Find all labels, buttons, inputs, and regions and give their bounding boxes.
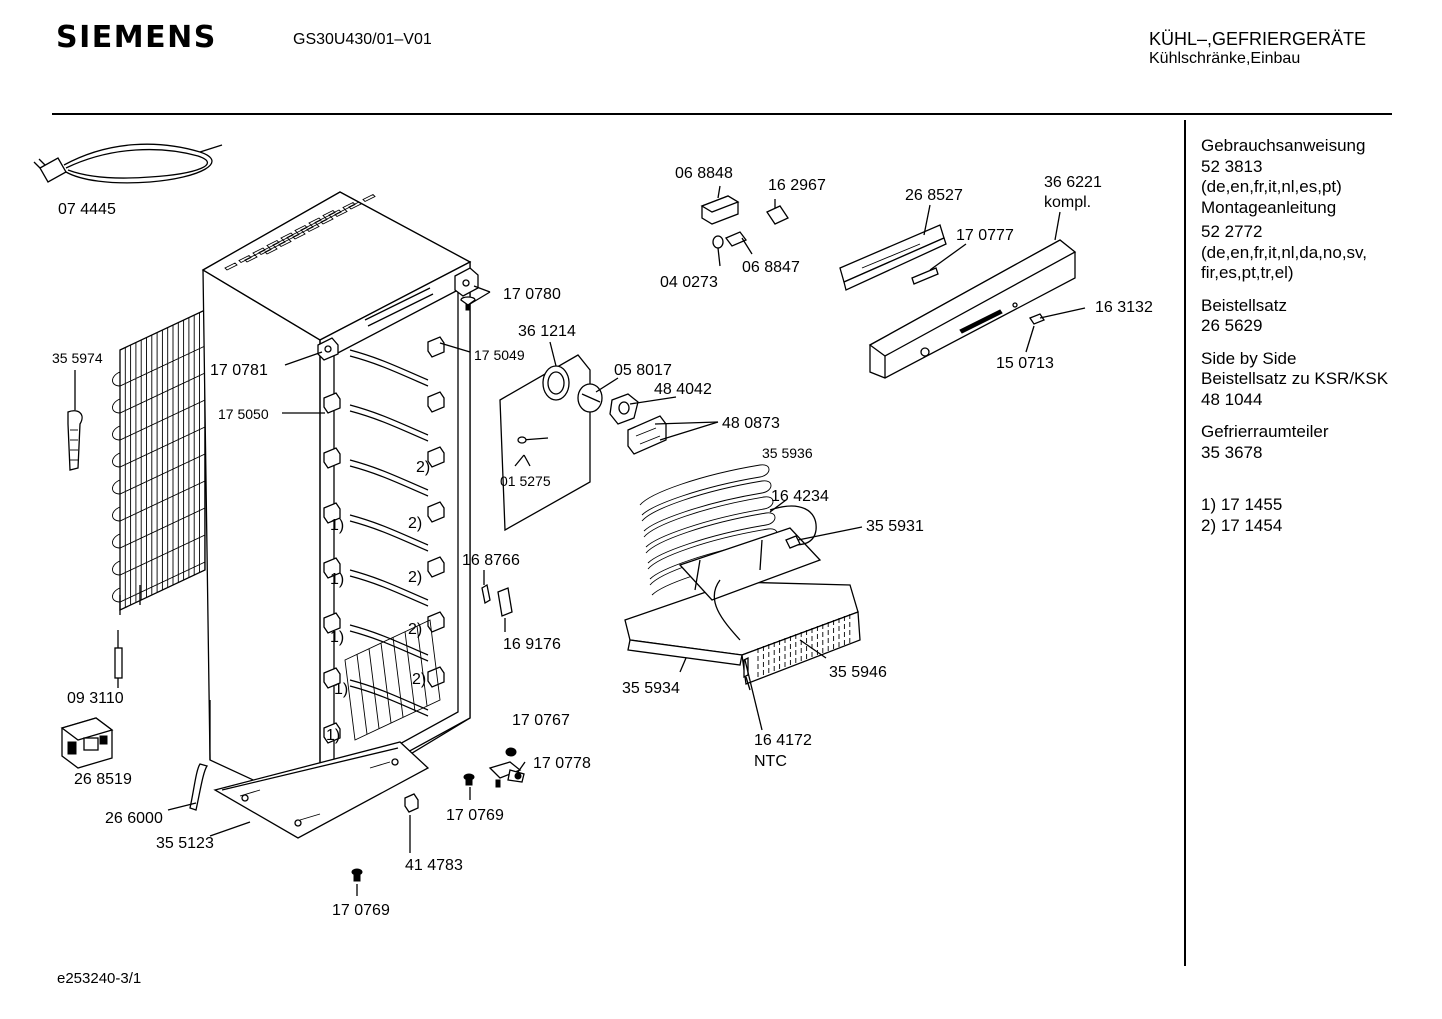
- part-label-17-0778: 17 0778: [533, 755, 591, 772]
- shelf-rails: [323, 336, 445, 744]
- mark-one: 1): [330, 571, 344, 588]
- part-label-06-8848: 06 8848: [675, 165, 733, 182]
- part-label-35-5934: 35 5934: [622, 680, 680, 697]
- part-label-17-5050: 17 5050: [218, 406, 269, 422]
- evaporator-cover-part: [499, 354, 591, 532]
- drawing-id: e253240-3/1: [57, 970, 142, 987]
- model-number: GS30U430/01–V01: [293, 31, 432, 48]
- control-board-part: [839, 224, 947, 291]
- part-label-09-3110: 09 3110: [67, 690, 124, 707]
- part-label-26-8527: 26 8527: [905, 187, 963, 204]
- filter-tube-part: [114, 630, 123, 688]
- mark-one: 1): [330, 517, 344, 534]
- footnote: 2) 17 1454: [1201, 515, 1283, 535]
- door-switch-parts: [481, 583, 513, 617]
- part-label-16-2967: 16 2967: [768, 177, 826, 194]
- power-cord-part: [33, 143, 223, 184]
- part-label-01-5275: 01 5275: [500, 473, 551, 489]
- part-label-16-4172: 16 4172: [754, 732, 812, 749]
- mark-two: 2): [408, 569, 422, 586]
- doc-line: 48 1044: [1201, 389, 1263, 409]
- doc-line: 26 5629: [1201, 316, 1263, 335]
- part-label-15-0713: 15 0713: [996, 355, 1054, 372]
- drawer-assembly: [624, 527, 861, 691]
- lamp-holder-parts: [700, 195, 789, 249]
- doc-line: (de,en,fr,it,nl,da,no,sv,: [1201, 242, 1367, 262]
- part-label-17-0777: 17 0777: [956, 227, 1014, 244]
- part-label-05-8017: 05 8017: [614, 362, 672, 379]
- mark-two: 2): [412, 671, 426, 688]
- sidebar-divider: [1184, 120, 1186, 966]
- part-label-36-1214: 36 1214: [518, 323, 576, 340]
- part-label-16-3132: 16 3132: [1095, 299, 1153, 316]
- mark-two: 2): [408, 515, 422, 532]
- doc-line: Beistellsatz: [1201, 295, 1287, 315]
- part-label-17-0767: 17 0767: [512, 712, 570, 729]
- part-label-07-4445: 07 4445: [58, 201, 116, 218]
- part-label-35-5946: 35 5946: [829, 664, 887, 681]
- part-label-35-5931: 35 5931: [866, 518, 924, 535]
- part-label-17-0781: 17 0781: [210, 362, 268, 379]
- base-plate-part: [213, 741, 430, 839]
- part-label-16-9176: 16 9176: [503, 636, 561, 653]
- cabinet-body-part: [201, 191, 472, 811]
- part-label-48-4042: 48 4042: [654, 381, 712, 398]
- screw-part: [351, 868, 363, 896]
- part-label-17-0769: 17 0769: [446, 807, 504, 824]
- doc-line: 35 3678: [1201, 442, 1263, 462]
- part-label-36-6221: 36 6221: [1044, 174, 1102, 191]
- part-label-17-5049: 17 5049: [474, 347, 525, 363]
- doc-line: Beistellsatz zu KSR/KSK: [1201, 369, 1389, 388]
- part-label-26-8519: 26 8519: [74, 771, 132, 788]
- connector-part: [785, 535, 801, 549]
- drain-hose-part: [189, 763, 209, 811]
- part-label-17-0769: 17 0769: [332, 902, 390, 919]
- part-label-35-5936: 35 5936: [762, 445, 813, 461]
- leader-lines: [74, 185, 1086, 853]
- doc-line: Gebrauchsanweisung: [1201, 136, 1366, 155]
- mark-one: 1): [326, 727, 340, 744]
- doc-line: (de,en,fr,it,nl,es,pt): [1201, 177, 1342, 196]
- part-label-ntc: NTC: [754, 753, 787, 770]
- mark-two: 2): [408, 621, 422, 638]
- footnote: 1) 17 1455: [1201, 495, 1283, 514]
- doc-line: Side by Side: [1201, 348, 1297, 368]
- relay-part: [60, 717, 114, 769]
- doc-line: 52 2772: [1201, 222, 1263, 241]
- cable-part: [769, 505, 817, 546]
- part-label-35-5974: 35 5974: [52, 350, 103, 366]
- evaporator-coil-part: [639, 464, 780, 596]
- part-label-06-8847: 06 8847: [742, 259, 800, 276]
- part-label-kompl: kompl.: [1044, 194, 1091, 211]
- header-rule: [52, 113, 1392, 115]
- doc-line: fir,es,pt,tr,el): [1201, 263, 1294, 282]
- condenser-part: [67, 308, 206, 615]
- part-label-17-0780: 17 0780: [503, 286, 561, 303]
- part-label-16-8766: 16 8766: [462, 552, 520, 569]
- sidebar-accessories: Gebrauchsanweisung 52 3813 (de,en,fr,it,…: [1201, 136, 1431, 536]
- part-label-04-0273: 04 0273: [660, 274, 718, 291]
- part-label-26-6000: 26 6000: [105, 810, 163, 827]
- doc-line: Montageanleitung: [1201, 197, 1337, 217]
- brand-logo: SIEMENS: [56, 20, 217, 55]
- hinge-brackets: [317, 267, 479, 361]
- part-label-48-0873: 48 0873: [722, 415, 780, 432]
- control-panel-part: [868, 239, 1077, 379]
- mark-one: 1): [334, 681, 348, 698]
- mark-two: 2): [416, 459, 430, 476]
- doc-line: Gefrierraumteiler: [1201, 422, 1329, 441]
- doc-line: 52 3813: [1201, 156, 1263, 176]
- clip-part: [404, 793, 419, 813]
- thermostat-assembly: [577, 383, 667, 455]
- part-label-35-5123: 35 5123: [156, 835, 214, 852]
- mark-one: 1): [330, 629, 344, 646]
- part-label-41-4783: 41 4783: [405, 857, 463, 874]
- category-main: KÜHL–,GEFRIERGERÄTE: [1149, 29, 1367, 49]
- part-label-16-4234: 16 4234: [771, 488, 829, 505]
- category-sub: Kühlschränke,Einbau: [1149, 50, 1301, 67]
- door-hinge-lower-parts: [463, 747, 525, 788]
